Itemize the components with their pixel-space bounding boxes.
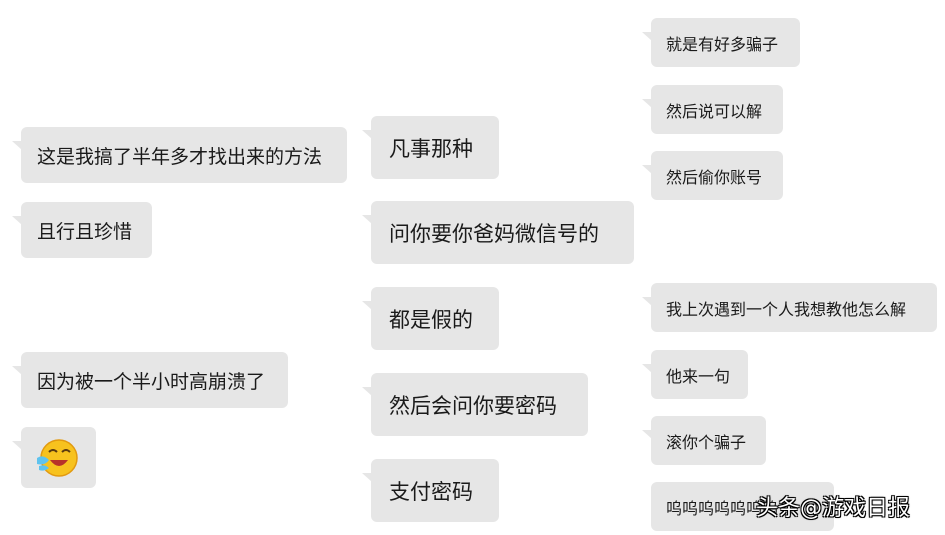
chat-bubble: 这是我搞了半年多才找出来的方法 (12, 127, 347, 183)
chat-bubble: 他来一句 (642, 350, 748, 399)
message-text: 都是假的 (389, 307, 473, 332)
chat-bubble: 然后说可以解 (642, 85, 783, 134)
chat-bubble: 且行且珍惜 (12, 202, 152, 258)
message-text: 然后说可以解 (666, 101, 763, 121)
message-text: 问你要你爸妈微信号的 (389, 221, 599, 246)
message-text: 凡事那种 (389, 136, 473, 161)
chat-bubble: 凡事那种 (362, 116, 499, 179)
chat-bubble-emoji (12, 427, 96, 488)
watermark: 头条@游戏日报 (756, 496, 911, 521)
chat-bubble: 我上次遇到一个人我想教他怎么解 (642, 283, 937, 332)
chat-bubble: 呜呜呜呜呜呜呜 (651, 482, 834, 531)
message-text: 我上次遇到一个人我想教他怎么解 (666, 299, 907, 319)
chat-bubble: 然后偷你账号 (642, 151, 783, 200)
message-text: 然后偷你账号 (666, 167, 763, 187)
chat-bubble: 滚你个骗子 (642, 416, 766, 465)
message-text: 呜呜呜呜呜呜呜 (666, 498, 779, 518)
laughing-crying-emoji-icon (37, 438, 78, 477)
message-text: 就是有好多骗子 (666, 34, 779, 54)
message-text: 滚你个骗子 (666, 432, 747, 452)
chat-bubble: 然后会问你要密码 (362, 373, 588, 436)
message-text: 这是我搞了半年多才找出来的方法 (37, 145, 323, 168)
chat-bubble: 问你要你爸妈微信号的 (362, 201, 634, 264)
chat-bubble: 就是有好多骗子 (642, 18, 800, 67)
message-text: 因为被一个半小时高崩溃了 (37, 370, 266, 393)
message-text: 他来一句 (666, 366, 731, 386)
message-text: 然后会问你要密码 (389, 393, 557, 418)
chat-bubble: 都是假的 (362, 287, 499, 350)
message-text: 且行且珍惜 (37, 220, 133, 243)
chat-bubble: 支付密码 (362, 459, 499, 522)
chat-bubble: 因为被一个半小时高崩溃了 (12, 352, 288, 408)
message-text: 支付密码 (389, 479, 473, 504)
